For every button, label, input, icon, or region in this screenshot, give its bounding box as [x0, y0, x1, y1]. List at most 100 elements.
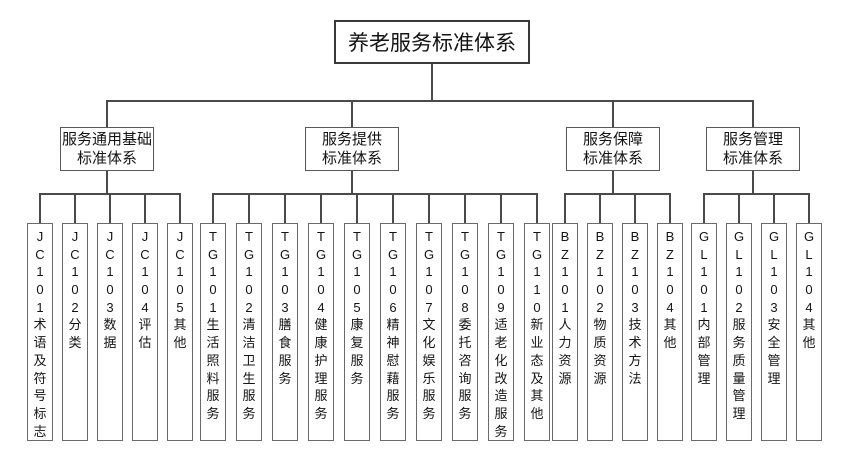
leaf-char: 卫 — [242, 352, 256, 368]
leaf-char: 4 — [317, 299, 325, 315]
leaf-char: 照 — [206, 352, 220, 368]
leaf-char: 符 — [33, 370, 47, 386]
leaf-char: 0 — [596, 282, 604, 298]
leaf-char: G — [495, 246, 507, 262]
leaf-char: J — [106, 229, 114, 244]
leaf-char: 质 — [593, 335, 607, 351]
leaf-char: G — [387, 246, 399, 262]
leaf-char: 标 — [33, 405, 47, 421]
leaf-char: 委 — [458, 317, 472, 333]
leaf-char: 他 — [530, 405, 544, 421]
connector-leaf-stem-TG108 — [464, 194, 466, 223]
leaf-char: 0 — [353, 282, 361, 298]
leaf-char: 源 — [558, 370, 572, 386]
leaf-char: J — [141, 229, 149, 244]
leaf-char: 其 — [802, 317, 816, 333]
leaf-char: 质 — [732, 352, 746, 368]
leaf-char: 类 — [68, 335, 82, 351]
leaf-char: 他 — [663, 335, 677, 351]
leaf-char: 活 — [206, 335, 220, 351]
leaf-char: 服 — [206, 388, 220, 404]
connector-leaf-stem-GL101 — [703, 194, 705, 223]
leaf-char: 技 — [628, 317, 642, 333]
leaf-char: 1 — [353, 264, 361, 280]
leaf-char: T — [533, 229, 541, 244]
leaf-char: 服 — [422, 388, 436, 404]
leaf-char: 0 — [71, 282, 79, 298]
leaf-char: 2 — [735, 299, 743, 315]
leaf-char: B — [665, 229, 675, 244]
leaf-char: 询 — [458, 370, 472, 386]
leaf-char: 0 — [631, 282, 639, 298]
leaf-char: G — [315, 246, 327, 262]
connector-leaf-stem-BZ103 — [634, 194, 636, 223]
leaf-char: 生 — [206, 317, 220, 333]
leaf-char: 1 — [245, 264, 253, 280]
connector-leaf-stem-TG110 — [536, 194, 538, 223]
root-box: 养老服务标准体系 — [334, 20, 530, 64]
leaf-char: 服 — [278, 352, 292, 368]
leaf-char: 人 — [558, 317, 572, 333]
leaf-char: B — [560, 229, 570, 244]
leaf-char: G — [279, 246, 291, 262]
leaf-char: 改 — [494, 370, 508, 386]
branch-label: 服务管理 标准体系 — [722, 131, 783, 167]
connector-leaf-stem-TG105 — [356, 194, 358, 223]
leaf-char: 健 — [314, 317, 328, 333]
leaf-char: 安 — [767, 317, 781, 333]
leaf-char: C — [70, 246, 80, 262]
leaf-char: L — [805, 246, 813, 262]
leaf-char: J — [71, 229, 79, 244]
connector-branch-0-top-stem — [106, 101, 108, 127]
leaf-char: 0 — [36, 282, 44, 298]
leaf-char: Z — [561, 246, 569, 262]
leaf-char: 理 — [732, 405, 746, 421]
leaf-char: 其 — [530, 388, 544, 404]
leaf-char: 乐 — [422, 370, 436, 386]
branch-label: 服务通用基础 标准体系 — [61, 131, 152, 167]
branch-box-1: 服务提供 标准体系 — [305, 127, 399, 171]
connector-leaf-stem-BZ102 — [599, 194, 601, 223]
connector-leaf-stem-BZ104 — [669, 194, 671, 223]
connector-group-2-bus — [564, 193, 671, 195]
leaf-char: 务 — [494, 423, 508, 439]
leaf-char: 服 — [314, 388, 328, 404]
leaf-char: J — [176, 229, 184, 244]
leaf-char: 号 — [33, 388, 47, 404]
leaf-char: 1 — [71, 264, 79, 280]
leaf-char: 3 — [106, 299, 114, 315]
leaf-char: 管 — [732, 388, 746, 404]
leaf-char: 资 — [593, 352, 607, 368]
connector-leaf-stem-GL102 — [738, 194, 740, 223]
leaf-char: 8 — [461, 299, 469, 315]
leaf-char: G — [459, 246, 471, 262]
leaf-char: 资 — [558, 352, 572, 368]
connector-leaf-stem-TG102 — [248, 194, 250, 223]
leaf-char: 洁 — [242, 335, 256, 351]
leaf-char: 2 — [245, 299, 253, 315]
leaf-char: J — [36, 229, 44, 244]
branch-box-3: 服务管理 标准体系 — [706, 127, 800, 171]
leaf-char: 3 — [281, 299, 289, 315]
leaf-char: 藉 — [386, 370, 400, 386]
leaf-char: T — [461, 229, 469, 244]
leaf-char: T — [281, 229, 289, 244]
leaf-char: T — [317, 229, 325, 244]
leaf-char: 据 — [103, 335, 117, 351]
leaf-char: 1 — [700, 264, 708, 280]
leaf-char: 部 — [697, 335, 711, 351]
branch-box-0: 服务通用基础 标准体系 — [60, 127, 154, 171]
leaf-char: 分 — [68, 317, 82, 333]
leaf-char: T — [209, 229, 217, 244]
connector-leaf-stem-TG109 — [500, 194, 502, 223]
leaf-char: 务 — [422, 405, 436, 421]
leaf-char: 0 — [141, 282, 149, 298]
leaf-char: T — [425, 229, 433, 244]
leaf-char: T — [245, 229, 253, 244]
